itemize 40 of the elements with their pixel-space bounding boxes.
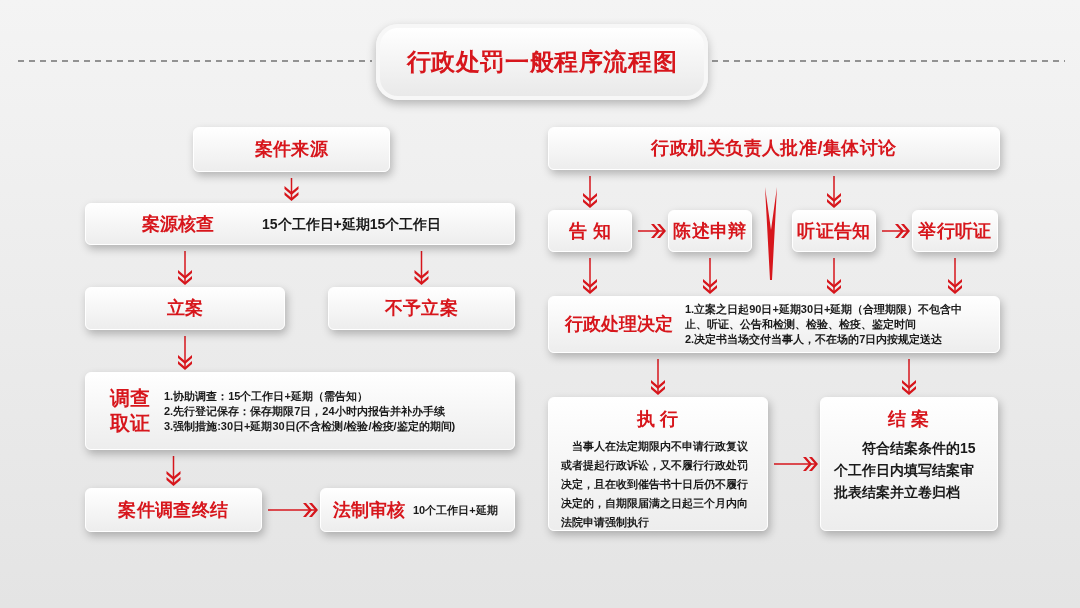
step-title: 举行听证 xyxy=(918,219,992,243)
step-title: 不予立案 xyxy=(384,297,459,320)
process-box xyxy=(548,210,632,252)
process-box xyxy=(85,488,262,532)
process-box xyxy=(85,287,285,330)
step-title: 法制审核 xyxy=(333,498,405,522)
process-box xyxy=(548,397,768,531)
process-box xyxy=(792,210,876,252)
process-box xyxy=(548,296,1000,353)
step-title: 案件调查终结 xyxy=(118,498,229,522)
step-title: 听证告知 xyxy=(797,219,871,243)
process-box xyxy=(820,397,998,531)
process-box xyxy=(912,210,998,252)
step-title: 行政机关负责人批准/集体讨论 xyxy=(651,137,897,160)
process-box xyxy=(668,210,752,252)
process-box xyxy=(85,372,515,450)
step-title: 执 行 xyxy=(637,408,679,431)
step-title: 结 案 xyxy=(888,408,930,431)
step-title: 案源核查 xyxy=(142,212,214,236)
step-title: 陈述申辩 xyxy=(673,219,747,243)
step-title: 行政处理决定 xyxy=(565,313,673,336)
step-note: 2.决定书当场交付当事人，不在场的7日内按规定送达 xyxy=(685,332,944,347)
process-box xyxy=(193,127,390,172)
process-box xyxy=(85,203,515,245)
step-title: 立案 xyxy=(166,297,204,320)
step-title: 告 知 xyxy=(568,219,612,243)
step-note: 1.立案之日起90日+延期30日+延期（合理期限）不包含中止、听证、公告和检测、检验、检疫、鉴定时间 xyxy=(685,302,964,332)
process-box xyxy=(548,127,1000,170)
process-box xyxy=(328,287,515,330)
step-note: 1.协助调查：15个工作日+延期（需告知） xyxy=(164,388,369,404)
step-note: 15个工作日+延期15个工作日 xyxy=(262,214,442,234)
title-text: 行政处罚一般程序流程图 xyxy=(406,47,678,77)
step-note: 2.先行登记保存：保存期限7日，24小时内报告并补办手续 xyxy=(164,403,446,419)
step-note: 10个工作日+延期 xyxy=(413,502,498,518)
process-box xyxy=(320,488,515,532)
step-note: 当事人在法定期限内不申请行政复议或者提起行政诉讼，又不履行行政处罚决定，且在收到催告书十日后仍不履行决定的，自期限届满之日起三个月内向法院申请强制执行 xyxy=(561,439,749,530)
step-note: 符合结案条件的15个工作日内填写结案审批表结案并立卷归档 xyxy=(834,439,977,502)
step-title: 调查取证 xyxy=(110,386,151,436)
step-title: 案件来源 xyxy=(254,138,329,161)
step-note: 3.强制措施:30日+延期30日(不含检测/检验/检疫/鉴定的期间) xyxy=(164,418,456,434)
